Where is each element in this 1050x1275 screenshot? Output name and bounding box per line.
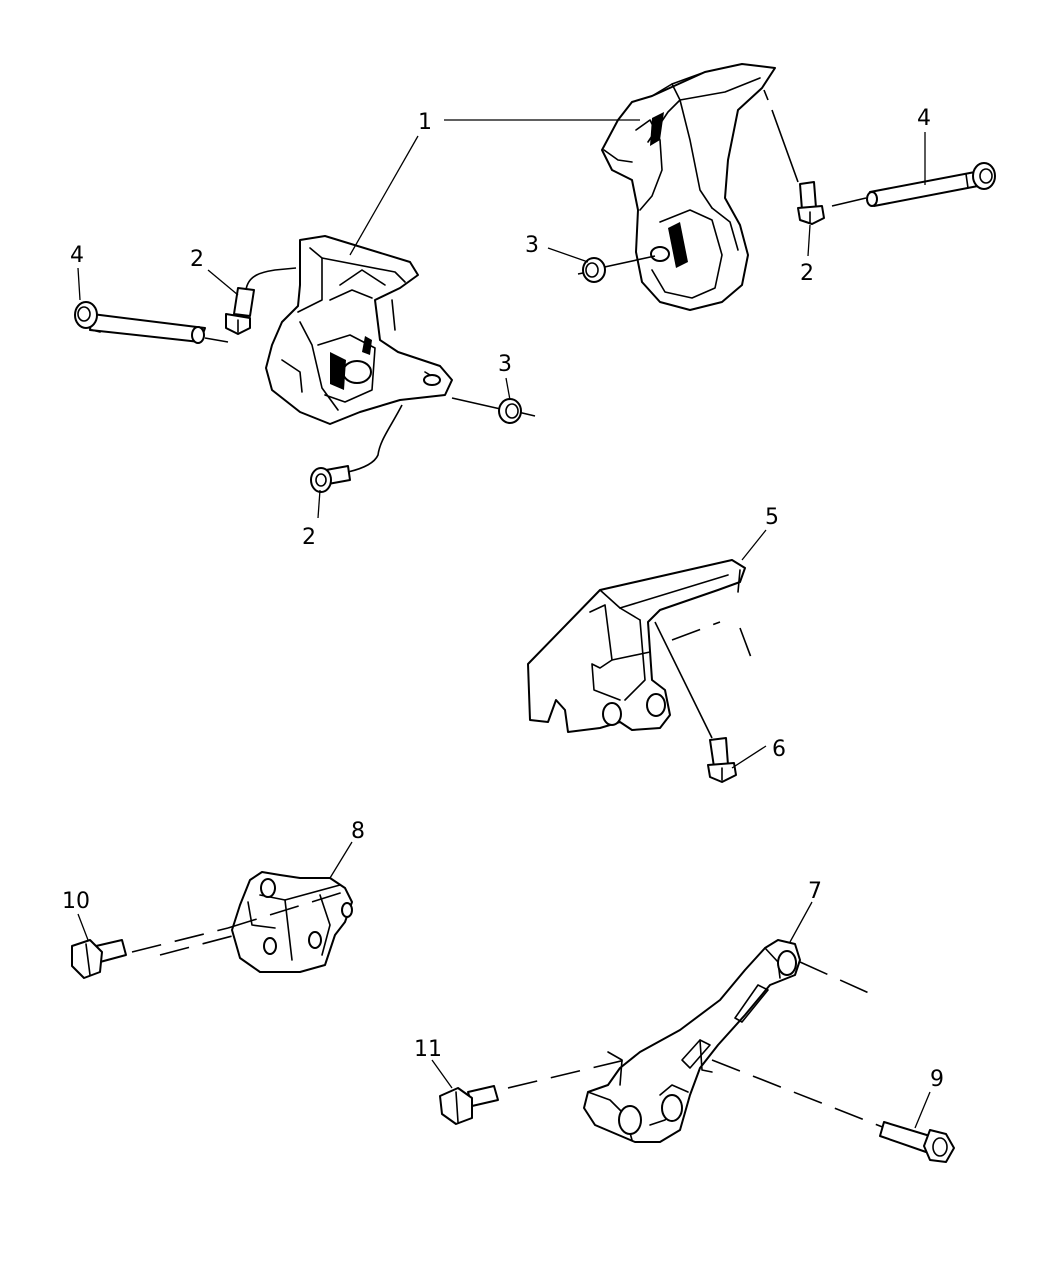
bolt-10 <box>71 927 237 979</box>
callout-2-right: 2 <box>800 261 814 286</box>
bracket-5 <box>527 559 753 739</box>
callout-2-upper-left: 2 <box>190 247 204 272</box>
callout-2-lower: 2 <box>302 525 316 550</box>
callout-4-left: 4 <box>70 243 84 268</box>
bracket-8 <box>227 871 353 973</box>
bolt-2-right <box>763 89 825 225</box>
bolt-2-upper-left <box>225 267 297 335</box>
leader-lines <box>77 119 931 1129</box>
callout-11: 11 <box>414 1037 442 1062</box>
callout-6: 6 <box>772 737 786 762</box>
engine-mount-right <box>601 63 776 311</box>
callout-3-left: 3 <box>498 352 512 377</box>
bolt-6 <box>707 737 737 783</box>
bolt-4-right <box>831 162 996 207</box>
bolt-9 <box>879 1121 955 1163</box>
callout-3-right: 3 <box>525 233 539 258</box>
callout-1: 1 <box>418 110 432 135</box>
callout-labels: 1 2 2 2 3 3 4 4 5 6 7 8 9 10 11 <box>62 106 944 1092</box>
torque-strut-7 <box>507 939 886 1143</box>
callout-8: 8 <box>351 819 365 844</box>
callout-7: 7 <box>808 879 822 904</box>
bolt-4-left <box>74 301 229 344</box>
nut-3-left <box>451 397 536 424</box>
nut-3-right <box>577 255 656 283</box>
bolt-2-lower <box>310 404 403 493</box>
callout-9: 9 <box>930 1067 944 1092</box>
callout-4-right: 4 <box>917 106 931 131</box>
bolt-11 <box>439 1085 499 1125</box>
engine-mount-left <box>265 235 453 425</box>
callout-5: 5 <box>765 505 779 530</box>
callout-10: 10 <box>62 889 90 914</box>
